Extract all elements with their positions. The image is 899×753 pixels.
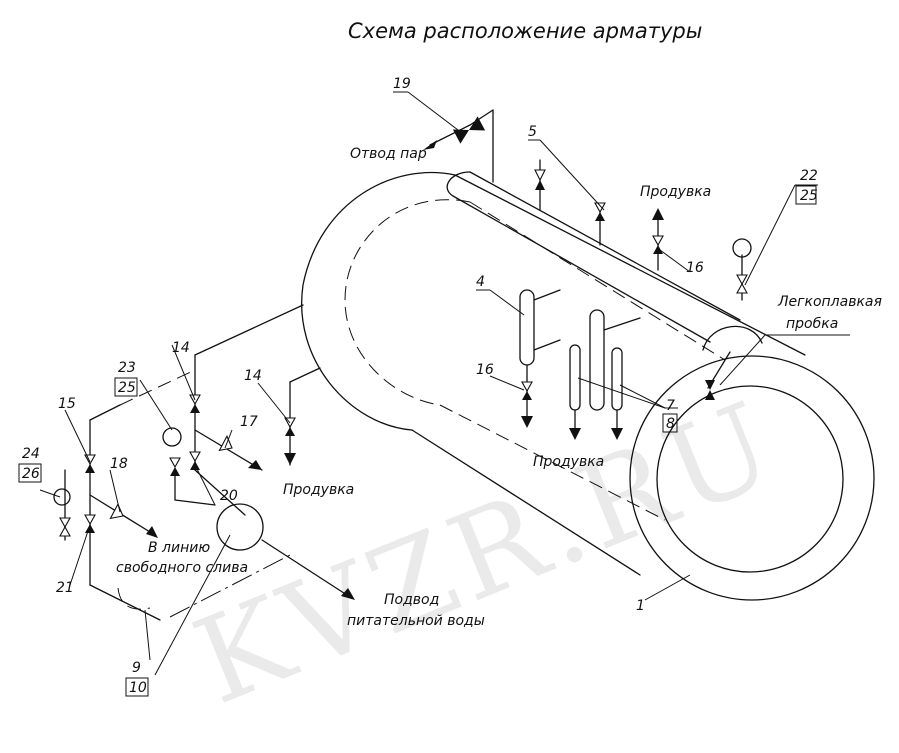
valve-16b — [521, 381, 533, 393]
watermark: KVZR.RU — [177, 374, 796, 731]
left-connections — [64, 304, 351, 621]
callout-17: 17 — [240, 414, 258, 430]
callout-4: 4 — [476, 274, 485, 290]
valve-symbols — [53, 116, 748, 537]
leader-lines — [39, 91, 850, 676]
callout-25-mid-box — [114, 377, 138, 397]
valve-24 — [59, 517, 71, 529]
callout-14-left: 14 — [172, 340, 190, 356]
valve-fusible — [705, 380, 715, 390]
label-feed-water-line2: питательной воды — [347, 613, 485, 629]
label-feed-water-line1: Подвод — [384, 592, 439, 608]
callout-21: 21 — [56, 580, 74, 596]
valve-18 — [109, 502, 124, 520]
callout-10-box — [125, 677, 149, 697]
callout-8: 8 — [666, 416, 675, 432]
callout-9: 9 — [132, 660, 141, 676]
label-free-drain-line2: свободного слива — [116, 560, 248, 576]
valve-22 — [736, 274, 748, 286]
callout-24: 24 — [22, 446, 40, 462]
valve-20 — [189, 451, 201, 463]
water-gauge-columns — [519, 289, 641, 440]
valve-16a — [652, 235, 664, 247]
valve-21 — [84, 514, 96, 526]
callout-23: 23 — [118, 360, 136, 376]
label-fusible-plug-line1: Легкоплавкая — [777, 294, 882, 310]
callout-16-top: 16 — [686, 260, 704, 276]
callout-25-top-box — [795, 185, 817, 205]
page-title: Схема расположение арматуры — [348, 19, 702, 43]
label-fusible-plug-line2: пробка — [786, 316, 838, 332]
valve-23 — [169, 457, 181, 469]
callout-19: 19 — [393, 76, 411, 92]
valve-15 — [84, 454, 96, 466]
callout-22: 22 — [800, 168, 818, 184]
callout-8-box — [662, 413, 678, 433]
label-blowdown-bottom: Продувка — [533, 454, 604, 470]
callout-26-box — [18, 463, 42, 483]
label-free-drain-line1: В линию — [148, 540, 210, 556]
gauge-23 — [162, 427, 182, 447]
label-blowdown-top: Продувка — [640, 184, 711, 200]
flow-arrows — [146, 453, 355, 600]
callout-15: 15 — [58, 396, 76, 412]
valve-5b — [594, 202, 606, 214]
steam-dome — [446, 171, 741, 343]
callout-5: 5 — [528, 124, 537, 140]
callout-10: 10 — [129, 680, 147, 696]
callout-20: 20 — [220, 488, 238, 504]
gauge-24 — [53, 488, 71, 506]
label-blowdown-left: Продувка — [283, 482, 354, 498]
callout-7: 7 — [666, 398, 675, 414]
valve-19 — [452, 116, 486, 144]
valve-5a — [534, 169, 546, 182]
fusible-plug-hump — [702, 325, 763, 351]
callout-26: 26 — [22, 466, 40, 482]
boiler-drum — [301, 171, 875, 601]
valve-17 — [218, 434, 233, 452]
callout-25-mid: 25 — [118, 380, 136, 396]
callout-25-top: 25 — [800, 188, 818, 204]
callout-18: 18 — [110, 456, 128, 472]
callout-16-mid: 16 — [476, 362, 494, 378]
callout-14-right: 14 — [244, 368, 262, 384]
label-steam-outlet: Отвод пар — [350, 146, 427, 162]
callout-1: 1 — [636, 598, 645, 614]
